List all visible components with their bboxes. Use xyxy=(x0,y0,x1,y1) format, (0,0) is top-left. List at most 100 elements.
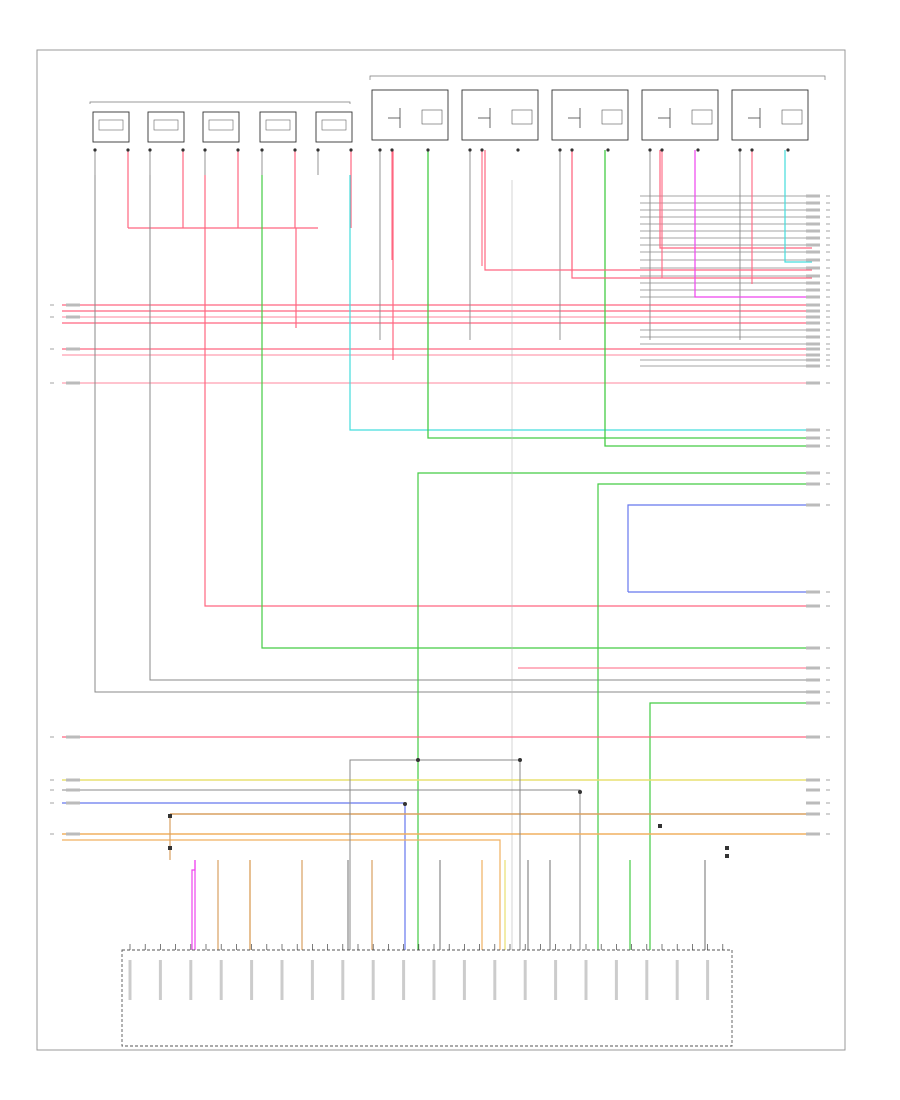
wire-label-tag xyxy=(806,288,820,292)
coil-pin xyxy=(293,148,297,152)
splice-point xyxy=(416,758,420,762)
relay-pin xyxy=(468,148,472,152)
wire-label-tag xyxy=(806,832,820,836)
relay-inner-box xyxy=(511,109,533,125)
module-pin-label xyxy=(614,960,618,1000)
wire-label-tag xyxy=(806,444,820,448)
coil-group-bracket xyxy=(89,101,351,104)
wire-label-tag xyxy=(806,735,820,739)
wire-label-tag xyxy=(806,646,820,650)
coil-label-box xyxy=(208,119,234,131)
relay-pin xyxy=(570,148,574,152)
splice-point xyxy=(518,758,522,762)
wire-label-tag xyxy=(806,250,820,254)
right-connector-ticks xyxy=(806,194,830,836)
relay-pin xyxy=(648,148,652,152)
wire-label-tag xyxy=(806,604,820,608)
module-pin-label xyxy=(645,960,649,1000)
wire-label-tag xyxy=(806,678,820,682)
left-connector-ticks xyxy=(50,303,80,836)
wire-label-tag xyxy=(806,778,820,782)
coil-label-box xyxy=(153,119,179,131)
sensor-wire xyxy=(649,702,812,950)
wire-label-tag xyxy=(806,482,820,486)
coil-pin xyxy=(316,148,320,152)
coil-signal-wire xyxy=(204,175,812,607)
wire-label-tag xyxy=(806,690,820,694)
connector-block xyxy=(725,854,729,858)
wire-label-tag xyxy=(806,229,820,233)
relay-group-bracket xyxy=(369,75,826,80)
module-pin-label xyxy=(280,960,284,1000)
wire-label-tag xyxy=(806,309,820,313)
module-pin-label xyxy=(189,960,193,1000)
module-pin-label xyxy=(128,960,132,1000)
wire-label-tag xyxy=(66,381,80,385)
wire-label-tag xyxy=(806,666,820,670)
connector-block xyxy=(725,846,729,850)
wire-label-tag xyxy=(806,328,820,332)
wire-label-tag xyxy=(66,315,80,319)
wire-label-tag xyxy=(806,801,820,805)
wire-label-tag xyxy=(806,274,820,278)
relay-pin xyxy=(786,148,790,152)
relay-inner-box xyxy=(691,109,713,125)
relay-output-wire xyxy=(659,150,812,249)
wire-label-tag xyxy=(806,590,820,594)
relay-output-wire xyxy=(784,150,812,263)
relay-pin xyxy=(660,148,664,152)
module-pin-label xyxy=(706,960,710,1000)
wire-label-tag xyxy=(806,215,820,219)
module-pin-label xyxy=(310,960,314,1000)
lower-bus-wire xyxy=(62,839,501,950)
relay-pin xyxy=(606,148,610,152)
connector-block xyxy=(168,814,172,818)
coil-pin xyxy=(126,148,130,152)
wire-label-tag xyxy=(806,471,820,475)
wire-label-tag xyxy=(806,353,820,357)
wire-label-tag xyxy=(66,735,80,739)
diagram-frame xyxy=(36,49,846,1051)
splice-point xyxy=(403,802,407,806)
module-pin-label xyxy=(371,960,375,1000)
coil-return-wire xyxy=(94,175,812,693)
relay-pin xyxy=(516,148,520,152)
module-pin-label xyxy=(675,960,679,1000)
relay-module-group xyxy=(369,75,826,152)
relay-pin xyxy=(738,148,742,152)
wire-label-tag xyxy=(806,243,820,247)
relay-output-wire xyxy=(484,150,812,271)
coil-signal-wire xyxy=(349,175,812,431)
relay-inner-box xyxy=(601,109,623,125)
module-pin-label xyxy=(523,960,527,1000)
module-pin-label xyxy=(493,960,497,1000)
module-pin-label xyxy=(250,960,254,1000)
wire-label-tag xyxy=(66,303,80,307)
splice-point xyxy=(578,790,582,794)
wire-label-tag xyxy=(806,281,820,285)
wire-label-tag xyxy=(806,201,820,205)
lower-bus-wire xyxy=(62,802,406,950)
control-module xyxy=(121,758,733,1047)
relay-pin xyxy=(696,148,700,152)
wire-label-tag xyxy=(806,342,820,346)
wire-label-tag xyxy=(806,436,820,440)
relay-box xyxy=(641,89,719,141)
relay-inner-box xyxy=(421,109,443,125)
wire-label-tag xyxy=(806,358,820,362)
module-pin-label xyxy=(341,960,345,1000)
coil-signal-wire xyxy=(261,175,812,649)
wire-label-tag xyxy=(806,208,820,212)
sensor-wire xyxy=(627,504,812,592)
wire-label-tag xyxy=(806,364,820,368)
wire-label-tag xyxy=(806,503,820,507)
relay-pin xyxy=(480,148,484,152)
coil-pin xyxy=(260,148,264,152)
relay-output-wire xyxy=(427,150,812,439)
coil-label-box xyxy=(321,119,347,131)
relay-inner-box xyxy=(781,109,803,125)
lower-bus-wire xyxy=(349,759,521,950)
wire-layer xyxy=(62,150,812,950)
coil-pin xyxy=(148,148,152,152)
